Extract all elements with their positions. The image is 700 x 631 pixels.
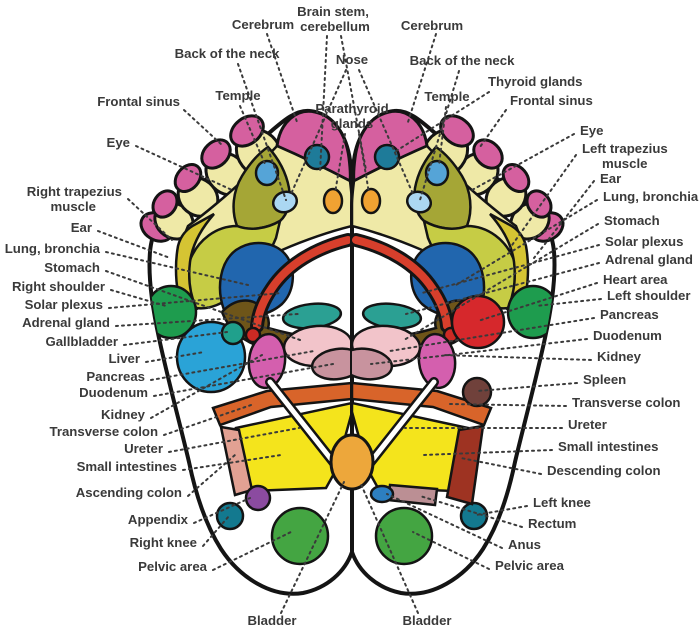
label-left-transverse-colon: Transverse colon (50, 424, 158, 439)
label-right-trapezius-2: muscle (602, 156, 647, 171)
label-thyroid-glands: Thyroid glands (488, 74, 583, 89)
label-left-pelvic-area: Pelvic area (138, 559, 208, 574)
labels: Cerebrum Brain stem, cerebellum Cerebrum… (5, 4, 699, 628)
label-left-trapezius-1: Right trapezius (27, 184, 122, 199)
label-right-shoulder: Right shoulder (12, 279, 105, 294)
label-right-pancreas: Pancreas (600, 307, 659, 322)
label-left-kidney: Kidney (101, 407, 146, 422)
label-left-pancreas: Pancreas (86, 369, 145, 384)
descending-colon-zone (445, 424, 485, 506)
label-left-knee: Left knee (533, 495, 591, 510)
label-ascending-colon: Ascending colon (76, 485, 182, 500)
label-left-ear: Ear (71, 220, 92, 235)
label-left-stomach: Stomach (44, 260, 100, 275)
label-cerebrum-right: Cerebrum (401, 18, 463, 33)
label-left-eye: Eye (107, 135, 130, 150)
label-left-small-intestines: Small intestines (77, 459, 177, 474)
label-temple-left: Temple (215, 88, 260, 103)
label-right-pelvic-area: Pelvic area (495, 558, 565, 573)
label-right-solar-plexus: Solar plexus (605, 234, 683, 249)
label-right-small-intestines: Small intestines (558, 439, 658, 454)
label-heart-area: Heart area (603, 272, 668, 287)
label-liver: Liver (108, 351, 140, 366)
appendix-zone (244, 484, 272, 512)
label-right-trapezius-1: Left trapezius (582, 141, 668, 156)
label-back-of-neck-left: Back of the neck (175, 46, 280, 61)
rectum-zone (386, 483, 439, 507)
label-temple-right: Temple (424, 89, 469, 104)
label-left-lung: Lung, bronchia (5, 241, 101, 256)
label-brain-stem-1: Brain stem, (297, 4, 369, 19)
label-back-of-neck-right: Back of the neck (410, 53, 515, 68)
label-right-stomach: Stomach (604, 213, 660, 228)
label-right-kidney: Kidney (597, 349, 642, 364)
label-left-shoulder: Left shoulder (607, 288, 691, 303)
label-parathyroid-1: Parathyroid (315, 101, 388, 116)
label-left-trapezius-2: muscle (51, 199, 96, 214)
label-bladder-left: Bladder (247, 613, 296, 628)
label-gallbladder: Gallbladder (45, 334, 118, 349)
label-descending-colon: Descending colon (547, 463, 661, 478)
label-spleen: Spleen (583, 372, 626, 387)
label-right-duodenum: Duodenum (593, 328, 662, 343)
bladder-zone (329, 433, 375, 491)
label-appendix: Appendix (128, 512, 189, 527)
label-left-ureter: Ureter (124, 441, 163, 456)
heart-area-zone (450, 294, 506, 350)
spleen-zone (461, 376, 493, 408)
label-cerebrum-left: Cerebrum (232, 17, 294, 32)
label-anus: Anus (508, 537, 541, 552)
label-bladder-right: Bladder (402, 613, 451, 628)
label-left-duodenum: Duodenum (79, 385, 148, 400)
label-rectum: Rectum (528, 516, 576, 531)
label-frontal-sinus-right: Frontal sinus (510, 93, 593, 108)
label-right-knee: Right knee (130, 535, 197, 550)
anus-zone (369, 484, 395, 504)
label-left-adrenal: Adrenal gland (22, 315, 110, 330)
label-parathyroid-2: glands (331, 116, 374, 131)
label-brain-stem-2: cerebellum (300, 19, 370, 34)
label-right-eye: Eye (580, 123, 603, 138)
leader-lines (97, 33, 602, 614)
label-right-ear: Ear (600, 171, 621, 186)
label-right-transverse-colon: Transverse colon (572, 395, 680, 410)
label-right-lung: Lung, bronchia (603, 189, 699, 204)
label-right-adrenal: Adrenal gland (605, 252, 693, 267)
label-left-solar-plexus: Solar plexus (25, 297, 103, 312)
label-frontal-sinus-left: Frontal sinus (97, 94, 180, 109)
label-nose: Nose (336, 52, 368, 67)
label-right-ureter: Ureter (568, 417, 607, 432)
